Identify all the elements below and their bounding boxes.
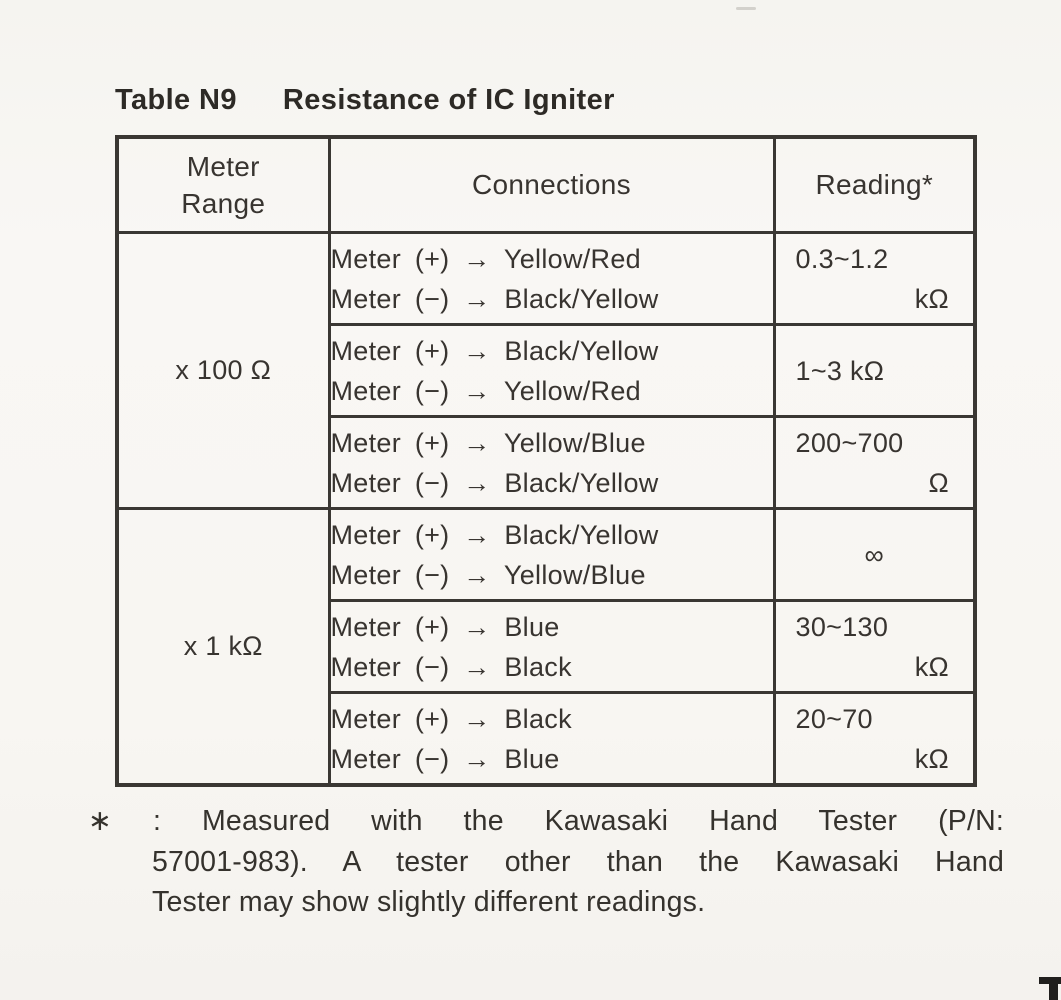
connection-plus: Meter (+) → Black/Yellow [330,519,659,550]
table-header-row: Meter Range Connections Reading* [115,135,977,234]
table-title-text: Resistance of IC Igniter [282,84,615,116]
column-header-meter-range: Meter Range [115,135,331,234]
reading-value: 0.3~1.2 [795,243,889,274]
table-number-label: Table N9 [115,84,237,116]
table-row: Meter (+) → Blue Meter (−) → Black 30~13… [117,599,977,694]
table-row: Meter (+) → Yellow/Blue Meter (−) → Blac… [117,415,977,510]
reading-unit: kΩ [914,283,949,314]
reading-unit: kΩ [914,743,949,774]
connection-minus: Meter (−) → Black/Yellow [330,467,659,498]
footnote-line: 57001-983). A tester other than the Kawa… [152,845,1004,878]
connections-cell: Meter (+) → Yellow/Red Meter (−) → Black… [327,231,776,326]
reading-unit: Ω [928,467,949,498]
reading-value: 20~70 [795,703,873,734]
reading-cell: 0.3~1.2 kΩ [772,231,977,326]
table-row: Meter (+) → Black Meter (−) → Blue 20~70… [117,691,977,787]
connections-cell: Meter (+) → Black Meter (−) → Blue [327,691,776,787]
connection-plus: Meter (+) → Black [330,703,572,734]
connections-cell: Meter (+) → Blue Meter (−) → Black [327,599,776,694]
column-header-reading: Reading* [772,135,977,234]
reading-value: ∞ [864,539,885,570]
meter-range-cell: x 100 Ω [115,231,331,510]
table-title: Table N9 Resistance of IC Igniter [115,84,615,117]
connection-minus: Meter (−) → Yellow/Blue [330,559,646,590]
scan-artifact-top-dash [736,7,756,10]
table-row: x 1 kΩ Meter (+) → Black/Yellow Meter (−… [115,507,977,787]
connections-cell: Meter (+) → Black/Yellow Meter (−) → Yel… [327,323,776,418]
connection-plus: Meter (+) → Yellow/Blue [330,427,646,458]
footnote: ∗ : Measured with the Kawasaki Hand Test… [88,801,1004,923]
reading-value: 30~130 [795,611,889,642]
connection-minus: Meter (−) → Black [330,651,572,682]
resistance-table: Meter Range Connections Reading* x 100 Ω… [115,135,977,787]
reading-value: 1~3 kΩ [795,355,885,386]
connection-plus: Meter (+) → Black/Yellow [330,335,659,366]
reading-cell: 200~700 Ω [772,415,977,510]
footnote-line: Tester may show slightly different readi… [152,886,706,918]
reading-cell: 1~3 kΩ [772,323,977,418]
meter-range-cell: x 1 kΩ [115,507,331,787]
connection-minus: Meter (−) → Yellow/Red [330,375,641,406]
reading-unit: kΩ [914,651,949,682]
reading-value: 200~700 [795,427,904,458]
reading-cell: ∞ [772,507,977,602]
table-row: x 100 Ω Meter (+) → Yellow/Red Meter (−)… [115,231,977,510]
connection-plus: Meter (+) → Yellow/Red [330,243,641,274]
page-edge-artifact [1039,976,1061,1000]
connections-cell: Meter (+) → Yellow/Blue Meter (−) → Blac… [327,415,776,510]
connection-minus: Meter (−) → Black/Yellow [330,283,659,314]
table-row: Meter (+) → Black/Yellow Meter (−) → Yel… [117,323,977,418]
column-header-connections: Connections [327,135,776,234]
connections-cell: Meter (+) → Black/Yellow Meter (−) → Yel… [327,507,776,602]
reading-cell: 30~130 kΩ [772,599,977,694]
footnote-line: ∗ : Measured with the Kawasaki Hand Test… [88,805,1004,837]
reading-cell: 20~70 kΩ [772,691,977,787]
connection-plus: Meter (+) → Blue [330,611,560,642]
connection-minus: Meter (−) → Blue [330,743,560,774]
